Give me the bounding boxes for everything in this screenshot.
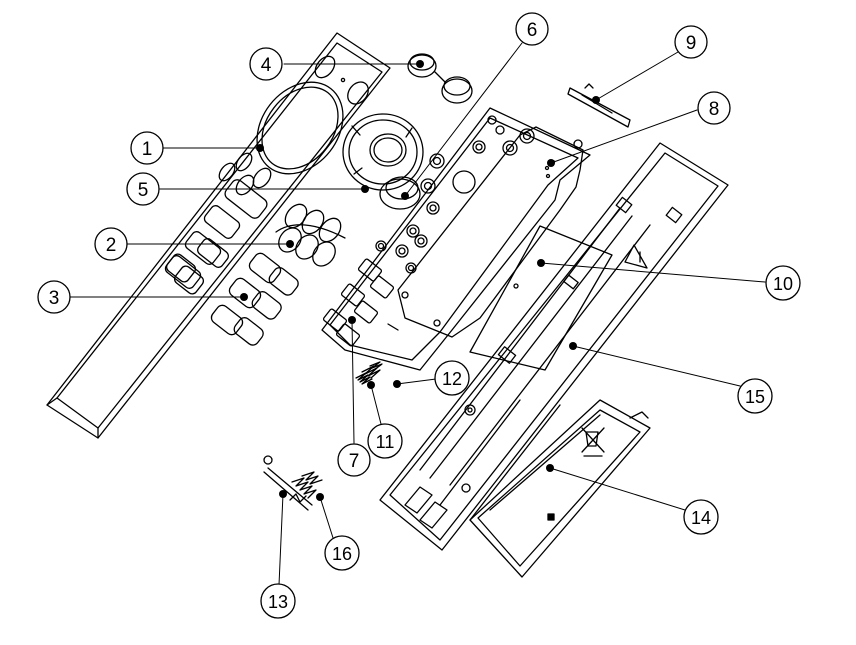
callout-2-label: 2 (106, 235, 117, 256)
lower-keys-part (165, 251, 301, 348)
callout-15-label: 15 (745, 387, 765, 407)
callout-3: 3 (38, 281, 70, 313)
callout-6-label: 6 (527, 20, 538, 41)
callout-9-label: 9 (686, 33, 697, 54)
callout-9: 9 (675, 26, 707, 58)
callout-4: 4 (250, 48, 282, 80)
callout-8: 8 (698, 92, 730, 124)
callout-14-label: 14 (691, 508, 711, 528)
rear-housing-part (380, 143, 728, 550)
callout-2: 2 (95, 228, 127, 260)
callout-8-label: 8 (709, 99, 720, 120)
callout-4-label: 4 (261, 55, 272, 76)
callout-10-label: 10 (773, 274, 793, 294)
callout-14: 14 (684, 500, 718, 534)
callout-15: 15 (738, 379, 772, 413)
callout-13: 13 (261, 584, 295, 618)
keypad-buttons-part (274, 200, 345, 270)
callout-7-label: 7 (349, 451, 360, 472)
callout-11-label: 11 (376, 432, 395, 452)
callout-7: 7 (338, 444, 370, 476)
callout-5: 5 (127, 173, 159, 205)
callout-12-label: 12 (442, 369, 462, 389)
callout-10: 10 (766, 266, 800, 300)
callout-1-label: 1 (142, 139, 153, 160)
leader-lines (70, 43, 765, 585)
callout-11: 11 (368, 424, 402, 458)
ring-dial-part (343, 114, 423, 209)
spring-contacts-part (356, 362, 382, 384)
circuit-board-part (322, 108, 590, 370)
battery-springs-part (264, 456, 322, 510)
callout-6: 6 (516, 13, 548, 45)
callout-12: 12 (435, 361, 469, 395)
battery-cover-part (470, 400, 650, 577)
callout-3-label: 3 (49, 288, 60, 309)
clip-part (568, 84, 630, 127)
leader-dots (240, 60, 600, 501)
callout-1: 1 (131, 132, 163, 164)
callout-13-label: 13 (268, 592, 288, 612)
callout-16: 16 (325, 536, 359, 570)
callout-5-label: 5 (138, 180, 149, 201)
callout-16-label: 16 (332, 544, 352, 564)
